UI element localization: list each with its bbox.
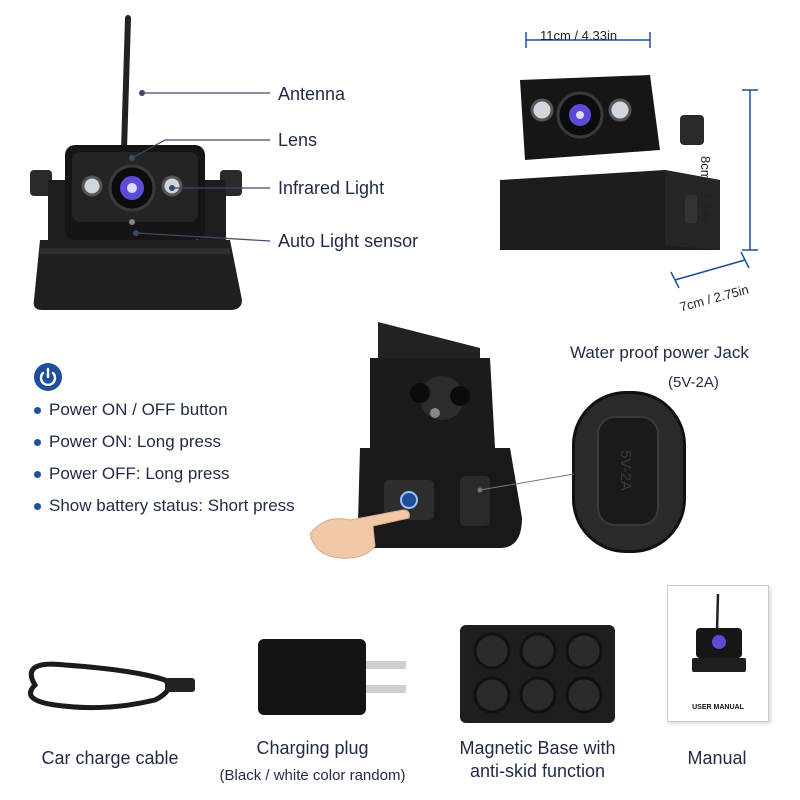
camera-back-image xyxy=(357,322,522,548)
callout-lines xyxy=(129,90,271,242)
power-jack-connector xyxy=(477,473,575,493)
feature-label: Power ON / OFF button xyxy=(49,400,228,419)
manual-label: Manual xyxy=(687,748,747,768)
camera-dimension-image xyxy=(500,32,758,289)
dimension-height: 8cm / 3.14in xyxy=(698,156,713,227)
manual-cover-title: USER MANUAL xyxy=(692,704,744,711)
plug-note: (Black / white color random) xyxy=(219,767,406,784)
power-jack-port: 5V-2A xyxy=(597,416,659,526)
manual-image: USER MANUAL xyxy=(667,585,769,722)
feature-label: Power ON: Long press xyxy=(49,432,221,451)
hand-image xyxy=(309,509,410,559)
dimension-width: 11cm / 4.33in xyxy=(540,28,618,43)
callout-sensor: Auto Light sensor xyxy=(278,231,419,251)
feature-label: Power OFF: Long press xyxy=(49,464,230,483)
base-label-line2: anti-skid function xyxy=(469,761,606,781)
feature-item: Power ON: Long press xyxy=(34,426,295,458)
power-jack-port-label: 5V-2A xyxy=(616,450,634,491)
plug-label: Charging plug xyxy=(256,738,369,758)
cable-image xyxy=(28,661,195,711)
feature-label: Show battery status: Short press xyxy=(49,496,295,515)
cable-label: Car charge cable xyxy=(41,748,179,768)
antenna xyxy=(121,15,131,153)
camera-front-image xyxy=(30,15,242,310)
power-feature-list: Power ON / OFF button Power ON: Long pre… xyxy=(34,394,295,522)
auto-light-sensor xyxy=(129,219,135,225)
feature-item: Power OFF: Long press xyxy=(34,458,295,490)
feature-item: Power ON / OFF button xyxy=(34,394,295,426)
feature-item: Show battery status: Short press xyxy=(34,490,295,522)
manual-cover-camera xyxy=(692,593,746,672)
infrared-light-left xyxy=(81,175,103,197)
plug-image xyxy=(258,639,406,715)
power-jack-title: Water proof power Jack xyxy=(570,343,749,362)
power-jack-zoom: 5V-2A xyxy=(572,391,686,553)
power-icon xyxy=(34,363,62,391)
callout-infrared: Infrared Light xyxy=(278,178,385,198)
power-jack-spec: (5V-2A) xyxy=(668,374,719,391)
callout-lens: Lens xyxy=(278,130,318,150)
callout-antenna: Antenna xyxy=(278,84,346,104)
base-label-line1: Magnetic Base with xyxy=(459,738,616,758)
magnetic-base-pads xyxy=(473,632,603,714)
